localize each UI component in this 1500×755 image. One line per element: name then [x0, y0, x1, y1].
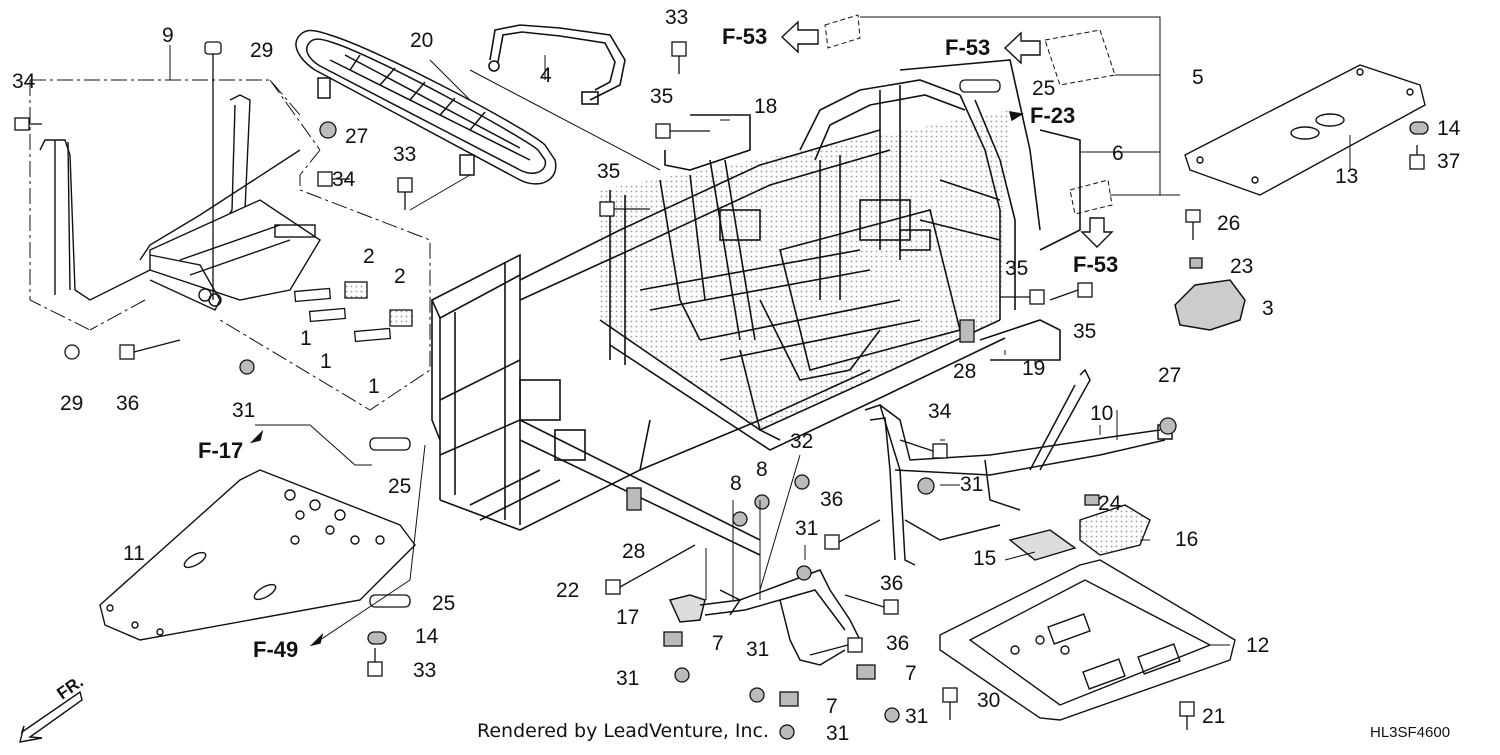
- callout-27: 27: [1158, 364, 1181, 387]
- ref-f49: F-49: [253, 637, 298, 662]
- skid-plate-11: [99, 469, 416, 641]
- callout-29: 29: [250, 39, 273, 62]
- callout-17: 17: [616, 606, 639, 629]
- callout-31: 31: [232, 399, 255, 422]
- plate-13: [1184, 64, 1426, 196]
- callout-16: 16: [1175, 528, 1198, 551]
- callout-27: 27: [345, 125, 368, 148]
- bracket-3: [1174, 279, 1246, 331]
- ref-f23: F-23: [1030, 103, 1075, 128]
- callout-31: 31: [616, 667, 639, 690]
- callout-7: 7: [826, 695, 838, 718]
- fasteners: [14, 41, 1429, 740]
- ref-f53-lower: F-53: [1073, 252, 1118, 277]
- callout-28: 28: [953, 360, 976, 383]
- callout-3: 3: [1262, 297, 1274, 320]
- callout-1: 1: [320, 350, 332, 373]
- callout-15: 15: [973, 547, 996, 570]
- callout-25: 25: [432, 592, 455, 615]
- callout-36: 36: [820, 488, 843, 511]
- door-assembly-left: [39, 94, 321, 311]
- callout-19: 19: [1022, 357, 1045, 380]
- callout-14: 14: [1437, 117, 1461, 140]
- callout-28: 28: [622, 540, 645, 563]
- callout-34: 34: [332, 168, 356, 191]
- callout-26: 26: [1217, 212, 1240, 235]
- callout-22: 22: [556, 579, 579, 602]
- callout-31: 31: [795, 517, 818, 540]
- callout-35: 35: [650, 85, 673, 108]
- callout-31: 31: [826, 722, 849, 745]
- rear-rack: [295, 29, 557, 185]
- callout-36: 36: [116, 392, 139, 415]
- callout-32: 32: [790, 430, 813, 453]
- callout-2: 2: [363, 245, 375, 268]
- ref-f17: F-17: [198, 438, 243, 463]
- callout-11: 11: [123, 542, 145, 565]
- callout-6: 6: [1112, 142, 1124, 165]
- callout-7: 7: [712, 632, 724, 655]
- callout-18: 18: [754, 95, 777, 118]
- callout-21: 21: [1202, 705, 1225, 728]
- callout-14: 14: [415, 625, 439, 648]
- callout-31: 31: [905, 705, 928, 728]
- diagram-code: HL3SF4600: [1370, 724, 1450, 741]
- ref-f53-right: F-53: [945, 35, 990, 60]
- callout-33: 33: [413, 659, 436, 682]
- callout-1: 1: [300, 327, 312, 350]
- pads-1-2: [293, 281, 413, 343]
- reference-arrows: [19, 20, 1114, 743]
- credit-text: Rendered by LeadVenture, Inc.: [477, 720, 769, 742]
- ref-outlines: [824, 14, 1116, 215]
- callout-5: 5: [1192, 66, 1204, 89]
- callout-10: 10: [1090, 402, 1113, 425]
- callout-29: 29: [60, 392, 83, 415]
- callout-7: 7: [905, 662, 917, 685]
- group-outline-9: [29, 79, 431, 411]
- callout-9: 9: [162, 24, 174, 47]
- handles: [664, 114, 1061, 361]
- leader-lines: [169, 16, 1351, 646]
- callout-36: 36: [880, 572, 903, 595]
- callout-2: 2: [394, 265, 406, 288]
- callout-36: 36: [886, 632, 909, 655]
- callout-24: 24: [1098, 492, 1122, 515]
- callout-35: 35: [1073, 320, 1096, 343]
- callout-23: 23: [1230, 255, 1253, 278]
- callout-35: 35: [597, 160, 620, 183]
- battery-cable: [488, 24, 626, 105]
- callout-8: 8: [756, 458, 768, 481]
- callout-31: 31: [960, 473, 983, 496]
- callout-labels: 9 29 34 20 4 33 5 25 35 18 27 33 34 35 6…: [12, 6, 1461, 745]
- callout-30: 30: [977, 689, 1000, 712]
- callout-12: 12: [1246, 634, 1269, 657]
- callout-34: 34: [928, 400, 952, 423]
- callout-37: 37: [1437, 150, 1460, 173]
- callout-25: 25: [388, 475, 411, 498]
- callout-13: 13: [1335, 165, 1358, 188]
- callout-1: 1: [368, 375, 380, 398]
- callout-20: 20: [410, 29, 433, 52]
- callout-35: 35: [1005, 257, 1028, 280]
- frame-10: [864, 368, 1173, 566]
- arm-17: [668, 569, 861, 666]
- ref-f53-top: F-53: [722, 24, 767, 49]
- callout-34: 34: [12, 70, 36, 93]
- callout-4: 4: [540, 64, 552, 87]
- callout-33: 33: [393, 143, 416, 166]
- main-frame: [430, 59, 1081, 556]
- callout-8: 8: [730, 472, 742, 495]
- callout-33: 33: [665, 6, 688, 29]
- callout-25: 25: [1032, 77, 1055, 100]
- callout-31: 31: [746, 638, 769, 661]
- plate-15-16: [1008, 504, 1151, 561]
